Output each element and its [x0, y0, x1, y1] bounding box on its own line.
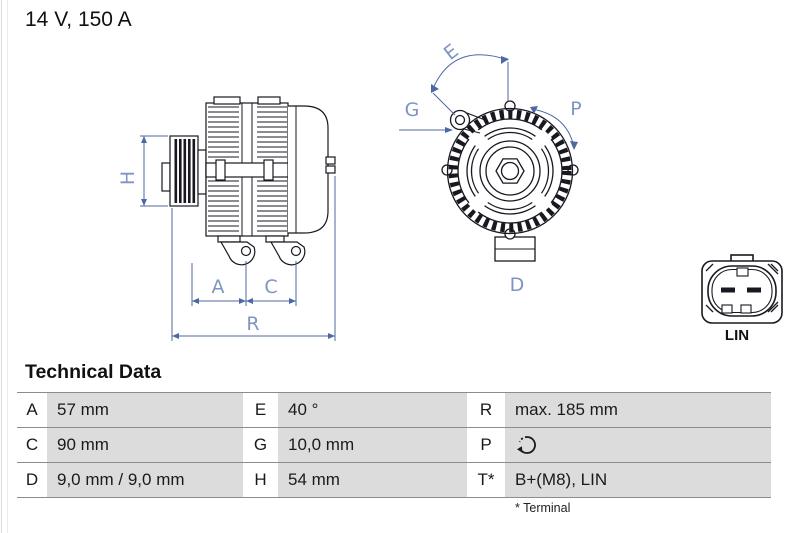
param-value: 54 mm [278, 463, 467, 497]
param-value: 9,0 mm / 9,0 mm [47, 463, 243, 497]
connector-pin-icon [721, 287, 761, 293]
dim-label-g: G [405, 99, 420, 121]
param-value: 57 mm [47, 393, 243, 427]
dim-label-a: A [212, 276, 225, 298]
table-row: D 9,0 mm / 9,0 mm H 54 mm T* B+(M8), LIN [17, 463, 771, 498]
dim-label-r: R [246, 313, 259, 335]
dimension-arrowheads [431, 56, 578, 150]
dim-label-c: C [264, 276, 277, 298]
param-key: C [17, 428, 47, 462]
table-row: C 90 mm G 10,0 mm P [17, 428, 771, 463]
dim-label-d: D [510, 274, 525, 296]
technical-data-heading: Technical Data [25, 361, 162, 383]
param-value: 90 mm [47, 428, 243, 462]
param-value-rotation [505, 428, 771, 462]
param-value: B+(M8), LIN [505, 463, 771, 497]
table-row: A 57 mm E 40 ° R max. 185 mm [17, 393, 771, 428]
param-value: 40 ° [278, 393, 467, 427]
param-key: G [243, 428, 278, 462]
alternator-side-view-drawing: H A C R [118, 96, 336, 341]
rotation-cw-icon [517, 436, 536, 454]
param-key: D [17, 463, 47, 497]
param-key: E [243, 393, 278, 427]
lin-connector-drawing: LIN [701, 254, 783, 344]
terminal-footnote: * Terminal [515, 501, 571, 515]
param-key: T* [467, 463, 505, 497]
param-key: R [467, 393, 505, 427]
dimension-arrowheads [141, 136, 335, 339]
dim-label-e: E [440, 40, 463, 65]
param-value: max. 185 mm [505, 393, 771, 427]
dim-label-h: H [118, 171, 139, 185]
technical-data-table: A 57 mm E 40 ° R max. 185 mm C 90 mm G 1… [17, 392, 771, 498]
dim-label-p: P [570, 98, 581, 120]
page-edge-line-2 [7, 0, 8, 533]
param-value: 10,0 mm [278, 428, 467, 462]
param-key: H [243, 463, 278, 497]
connector-label: LIN [725, 327, 749, 344]
param-key: A [17, 393, 47, 427]
page-title: 14 V, 150 A [25, 8, 132, 31]
page-edge-line [1, 0, 2, 533]
alternator-front-view-drawing: E G P D [399, 40, 582, 296]
param-key: P [467, 428, 505, 462]
